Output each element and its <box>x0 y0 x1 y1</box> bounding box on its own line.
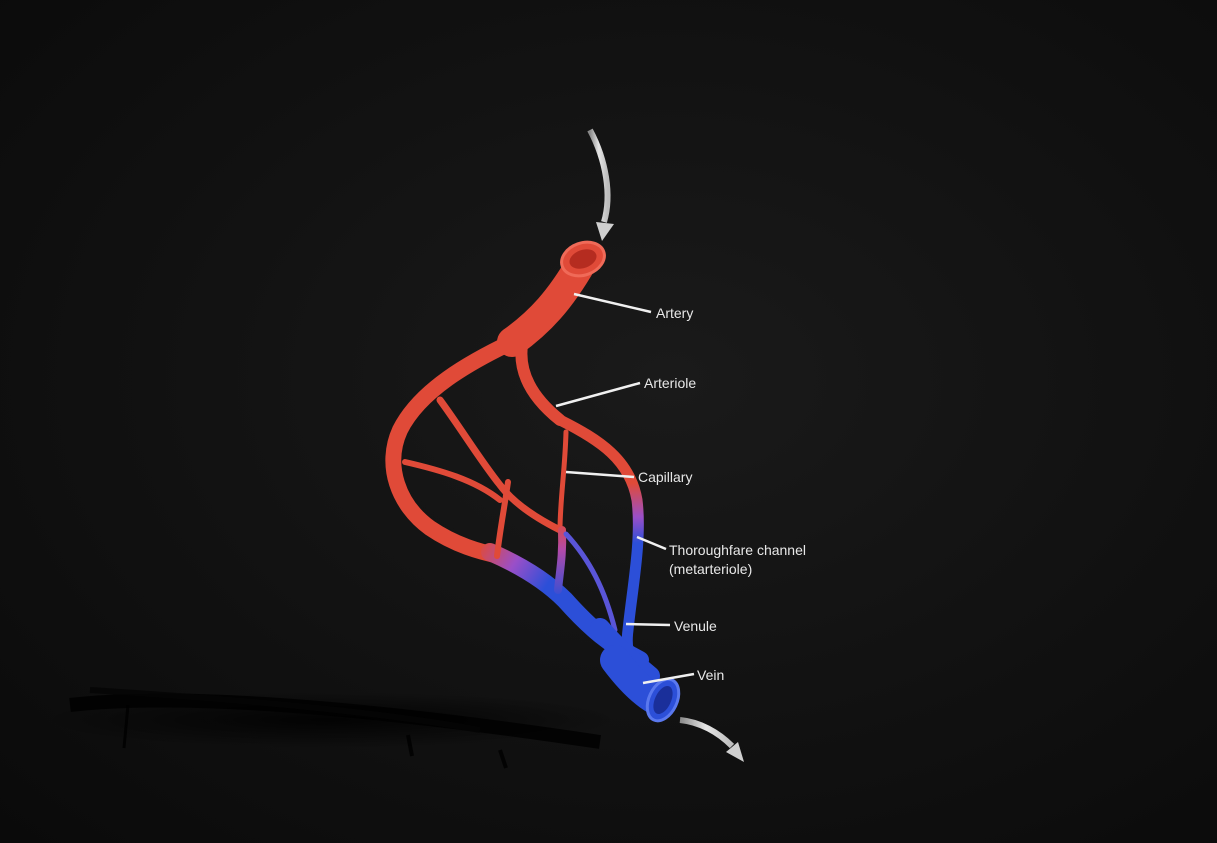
thoroughfare-leader <box>636 535 667 551</box>
capillary-3 <box>494 479 511 559</box>
capillary-leader <box>565 470 635 479</box>
ground-shadow <box>40 687 620 769</box>
arteriole-vessel <box>515 339 566 426</box>
thoroughfare-label-line2: (metarteriole) <box>669 561 752 577</box>
arteriole-leader <box>555 381 641 408</box>
capillary-label: Capillary <box>638 469 692 485</box>
capillary-6 <box>563 531 618 633</box>
vessel-network <box>385 240 681 723</box>
arteriole-label: Arteriole <box>644 375 696 391</box>
venule-label: Venule <box>674 618 717 634</box>
venule-leader <box>625 622 671 627</box>
capillary-2 <box>402 459 503 503</box>
capillary-4 <box>557 429 569 533</box>
capillary-5 <box>554 526 567 594</box>
outflow-arrow <box>679 717 744 762</box>
labels: Artery Arteriole Capillary Thoroughfare … <box>638 305 806 683</box>
inflow-arrow <box>587 128 614 241</box>
capillary-1 <box>436 396 564 534</box>
outer-left-vessel <box>385 334 520 564</box>
thoroughfare-label-line1: Thoroughfare channel <box>669 542 806 558</box>
artery-leader <box>573 292 652 314</box>
vein-label: Vein <box>697 667 724 683</box>
artery-label: Artery <box>656 305 693 321</box>
leader-lines <box>555 292 695 685</box>
vein-leader <box>642 672 695 685</box>
